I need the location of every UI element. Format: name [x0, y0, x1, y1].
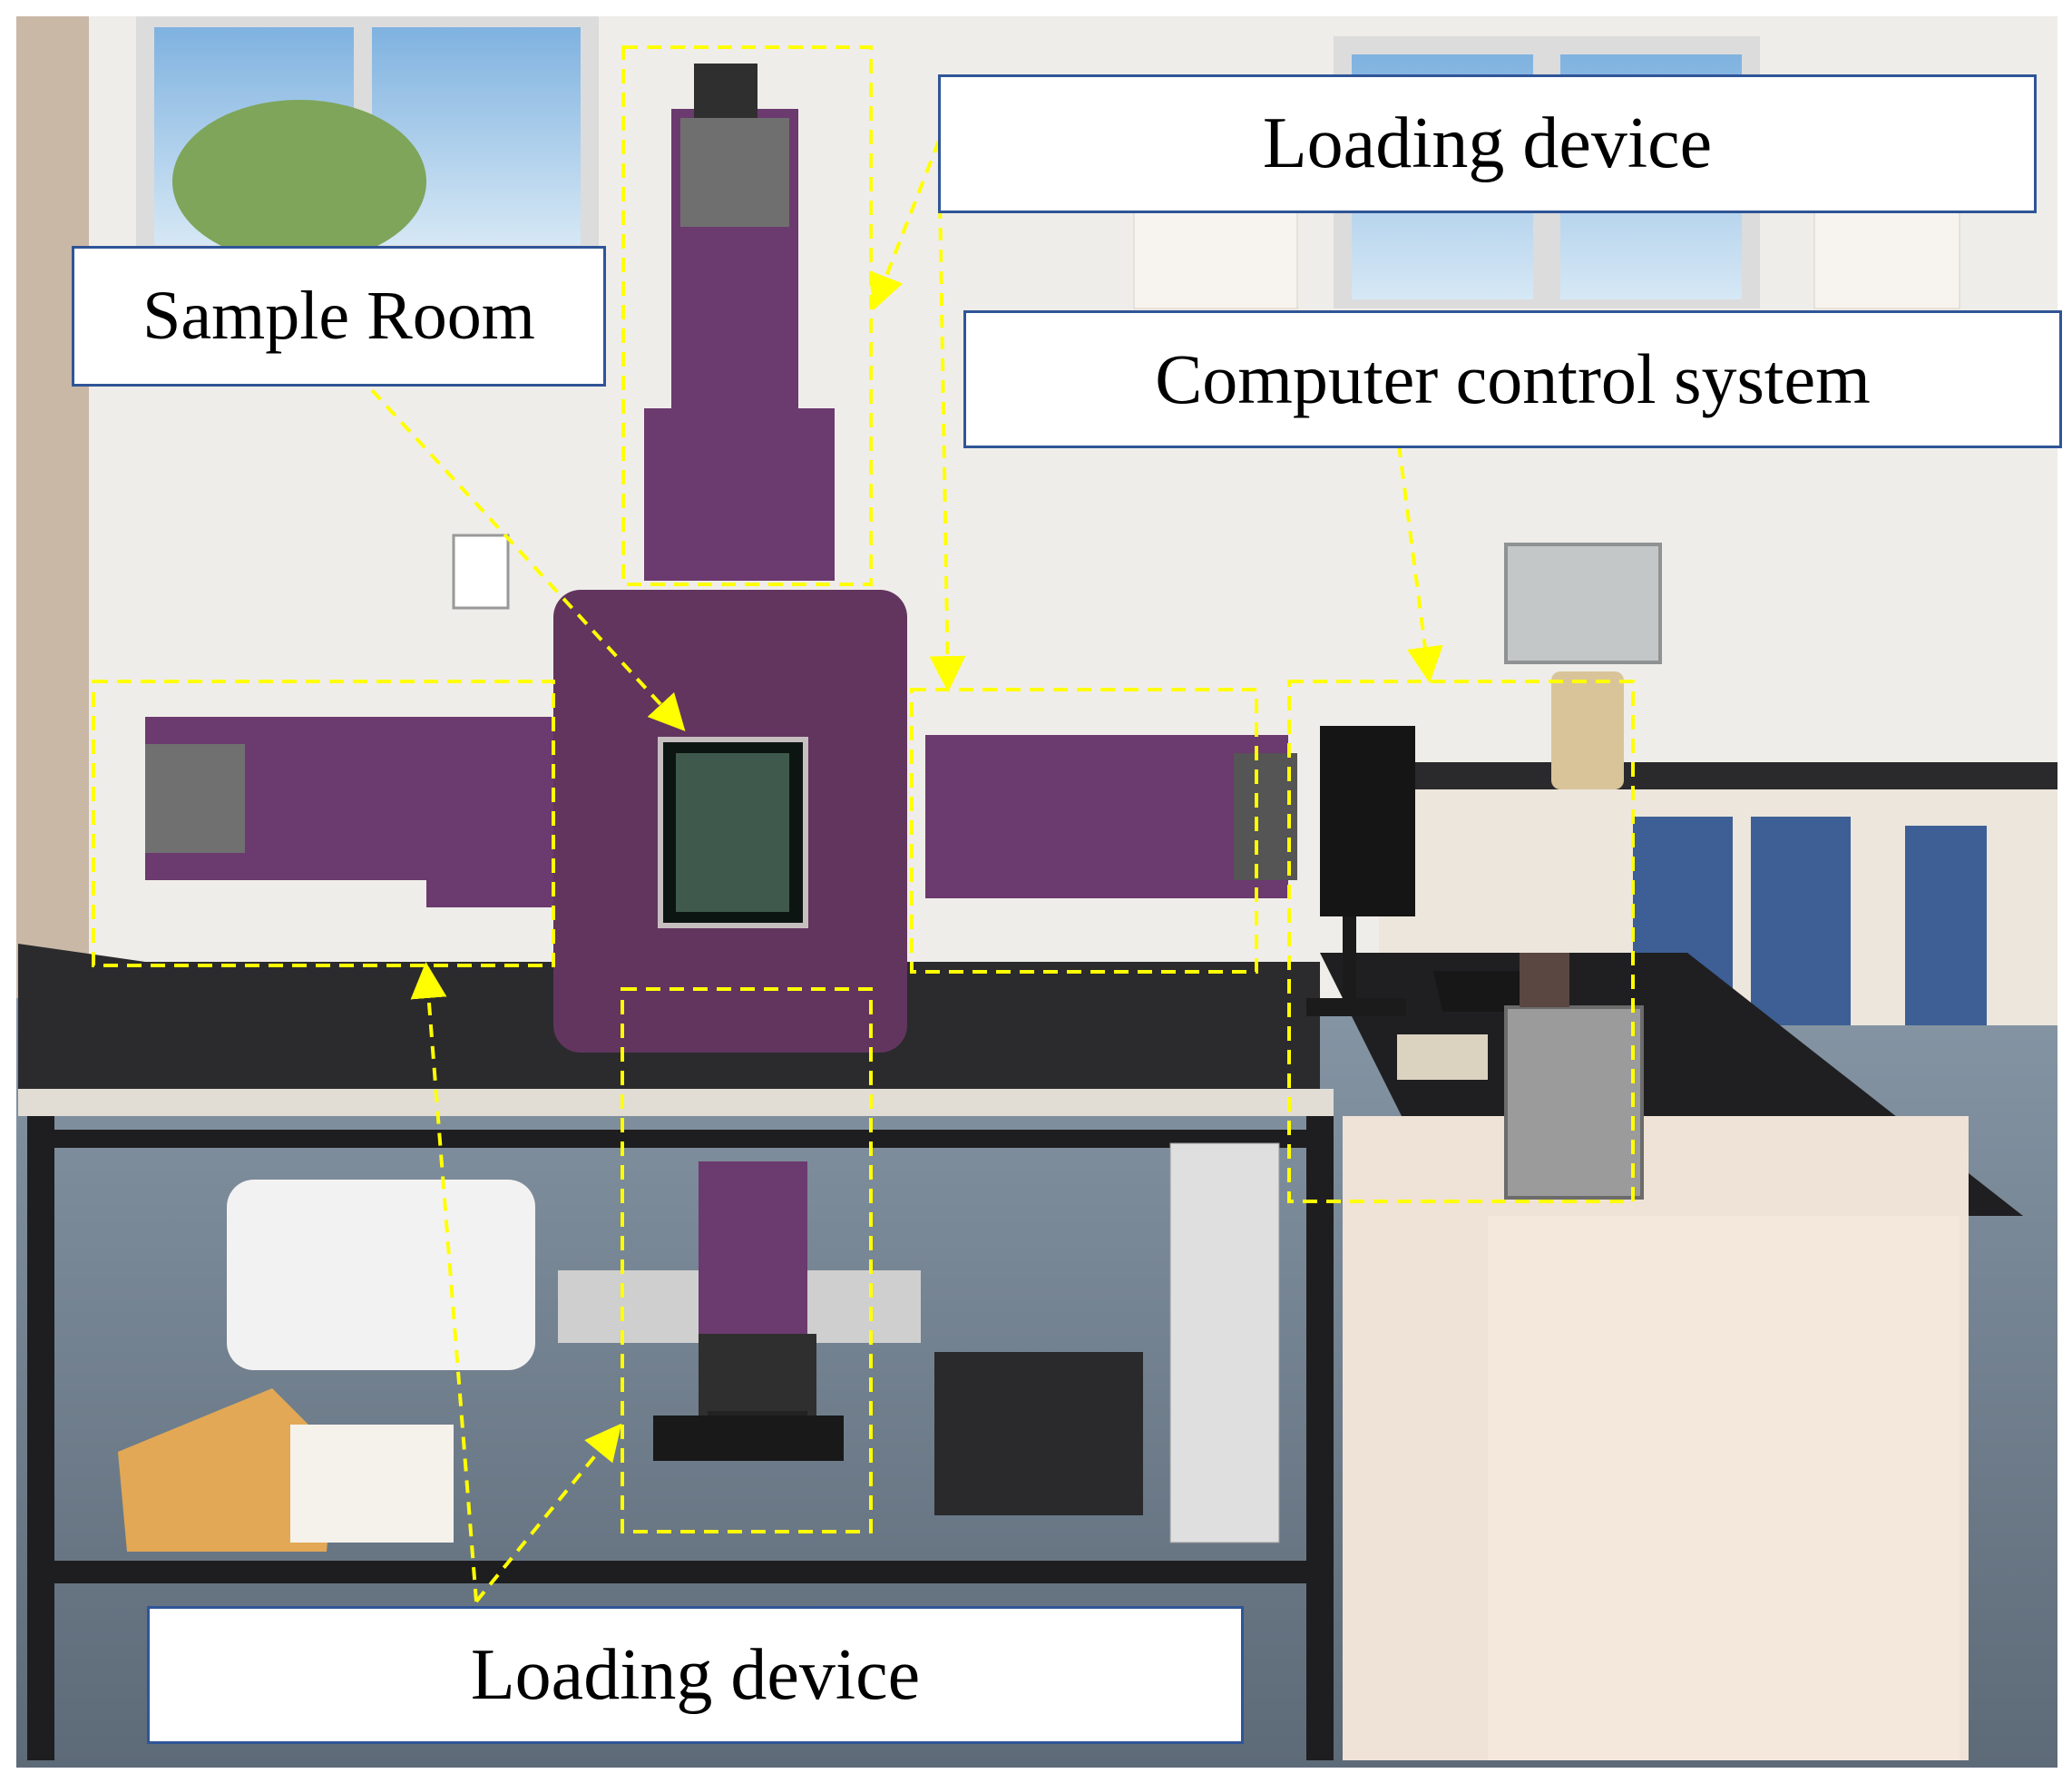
label-loading-device-bottom: Loading device — [147, 1606, 1244, 1744]
highlight-box-bottom-device — [621, 987, 873, 1533]
highlight-box-control-system — [1287, 680, 1635, 1203]
white-box — [290, 1425, 454, 1543]
arrow-bottom-to-left-arm — [410, 962, 478, 1602]
label-sample-room: Sample Room — [72, 246, 606, 387]
computer-monitor — [1306, 726, 1415, 1016]
loading-device-apparatus — [145, 64, 1297, 1461]
arrow-control-system — [1397, 444, 1443, 683]
arrow-top-to-right-arm — [929, 140, 966, 692]
arrow-bottom-to-bottom-device — [474, 1423, 622, 1603]
cardboard-box — [118, 1388, 336, 1552]
sample-holder-large — [1504, 1005, 1644, 1200]
control-box — [934, 1352, 1143, 1515]
sample-holder-small — [1520, 953, 1569, 1007]
label-loading-device-top: Loading device — [938, 74, 2037, 213]
wall-thermometer — [452, 534, 510, 610]
highlight-box-left-arm — [92, 680, 555, 967]
sample-cup-device — [1551, 671, 1624, 789]
arrow-top-to-loading-device — [868, 140, 941, 311]
window-left — [136, 16, 599, 263]
lab-bench — [18, 944, 1334, 1760]
side-desk — [1320, 953, 2023, 1760]
rail-cabinet — [1169, 1142, 1280, 1543]
highlight-box-right-arm — [910, 688, 1258, 974]
cable-plate — [1397, 1034, 1488, 1080]
water-container — [227, 1180, 535, 1370]
label-computer-control-system: Computer control system — [963, 310, 2062, 448]
keyboard — [1433, 971, 1542, 1012]
arrow-sample-room — [370, 388, 686, 731]
highlight-box-top-device — [621, 45, 873, 586]
wall-panel — [1504, 543, 1662, 664]
